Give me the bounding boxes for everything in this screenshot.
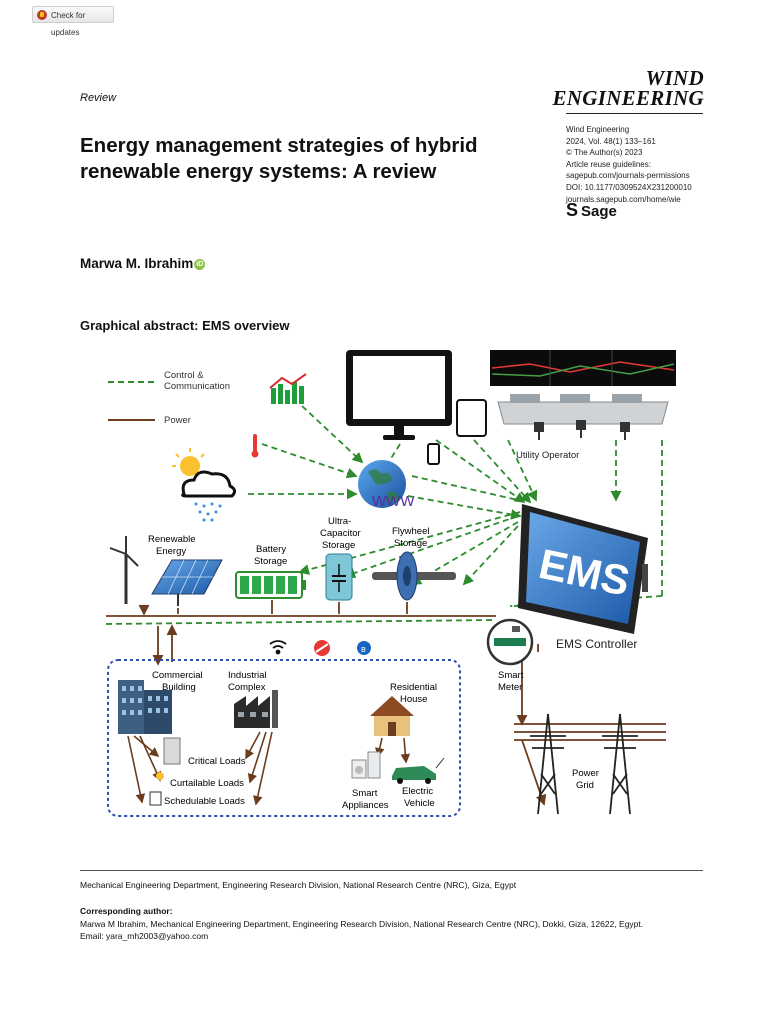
- critical-loads-label: Critical Loads: [188, 756, 246, 767]
- section-label: Review: [80, 92, 117, 104]
- schedulable-loads-label: Schedulable Loads: [164, 796, 245, 807]
- residential-label: Residential: [390, 682, 437, 693]
- wind-turbine-icon: [109, 536, 139, 604]
- flywheel-icon: [372, 551, 456, 601]
- house-icon: [370, 696, 414, 736]
- corresponding-address: Marwa M Ibrahim, Mechanical Engineering …: [80, 919, 644, 929]
- ultracap-label: Storage: [322, 540, 355, 551]
- ems-overview-figure: Control & Communication Power: [105, 350, 676, 817]
- smart-appliances-label: Appliances: [342, 800, 389, 811]
- ev-label: Vehicle: [404, 798, 435, 809]
- meta-link[interactable]: journals.sagepub.com/home/wie: [566, 194, 681, 204]
- thermometer-icon: [251, 434, 259, 458]
- article-title: Energy management strategies of hybrid r…: [80, 134, 478, 183]
- legend: Control & Communication Power: [108, 370, 230, 426]
- ultracap-label: Ultra-: [328, 516, 351, 527]
- residential-label: House: [400, 694, 427, 705]
- author-name: Marwa M. Ibrahim: [80, 256, 194, 271]
- orcid-icon[interactable]: iD: [194, 258, 206, 270]
- affiliation: Mechanical Engineering Department, Engin…: [80, 880, 517, 890]
- smart-meter-label: Smart: [498, 670, 524, 681]
- wifi-icon: [269, 640, 287, 655]
- battery-label: Storage: [254, 556, 287, 567]
- battery-label: Battery: [256, 544, 286, 555]
- journal-logo-line1: WIND: [645, 66, 704, 90]
- corresponding-email[interactable]: Email: yara_mh2003@yahoo.com: [80, 931, 209, 941]
- globe-icon: [358, 460, 406, 508]
- market-chart-icon: [269, 373, 307, 404]
- zigbee-mark: [315, 643, 329, 653]
- check-for-updates-label: Check for updates: [51, 11, 86, 37]
- tablet-icon: [456, 399, 487, 437]
- bluetooth-glyph: ʙ: [361, 644, 366, 654]
- renewable-label: Energy: [156, 546, 186, 557]
- smart-meter-icon: [486, 618, 534, 666]
- bulb-icon: [156, 772, 164, 780]
- ev-label: Electric: [402, 786, 433, 797]
- power-grid-label: Grid: [576, 780, 594, 791]
- commercial-label: Commercial: [152, 670, 203, 681]
- meta-line: Wind Engineering: [566, 125, 630, 134]
- flywheel-label: Flywheel: [392, 526, 430, 537]
- curtailable-loads-label: Curtailable Loads: [170, 778, 244, 789]
- graphical-abstract-heading: Graphical abstract: EMS overview: [80, 318, 290, 333]
- ems-device-icon: [518, 504, 648, 634]
- power-grid-towers-icon: [530, 713, 638, 815]
- phone-icon: [427, 443, 440, 465]
- consumer-group-box: [107, 659, 461, 817]
- meta-doi[interactable]: DOI: 10.1177/0309524X231200010: [566, 182, 692, 192]
- power-grid-label: Power: [572, 768, 599, 779]
- article-meta: Wind Engineering 2024, Vol. 48(1) 133–16…: [566, 124, 692, 205]
- flywheel-label: Storage: [394, 538, 427, 549]
- publisher-name: Sage: [581, 203, 617, 220]
- meta-link[interactable]: sagepub.com/journals-permissions: [566, 171, 690, 181]
- electric-car-icon: [392, 757, 445, 784]
- monitor-icon: [346, 350, 452, 440]
- ultracap-label: Capacitor: [320, 528, 361, 539]
- meta-line: 2024, Vol. 48(1) 133–161: [566, 136, 656, 146]
- house-arrows: [375, 737, 411, 764]
- solar-panel-icon: [151, 559, 223, 606]
- load-arrows: [127, 731, 273, 806]
- legend-control-label: Communication: [164, 381, 230, 392]
- smart-appliances-label: Smart: [352, 788, 378, 799]
- footnote-rule: [80, 870, 703, 871]
- server-icon: [163, 737, 181, 765]
- corresponding-heading: Corresponding author:: [80, 906, 173, 916]
- utility-operator-label: Utility Operator: [516, 450, 579, 461]
- corresponding-details: Marwa M Ibrahim, Mechanical Engineering …: [80, 918, 643, 942]
- header-rule: [566, 113, 703, 114]
- commercial-building-icon: [118, 680, 172, 734]
- smart-meter-label: Meter: [498, 682, 522, 693]
- check-for-updates-badge[interactable]: Check for updates: [32, 6, 114, 37]
- sage-s-icon: S: [566, 200, 579, 220]
- meta-line: © The Author(s) 2023: [566, 148, 643, 158]
- weather-icon: [172, 448, 237, 522]
- battery-icon: [235, 571, 306, 599]
- renewable-label: Renewable: [148, 534, 196, 545]
- www-label: WWW: [372, 493, 415, 510]
- ems-controller-label: EMS Controller: [556, 637, 637, 651]
- industrial-complex-icon: [234, 690, 278, 728]
- calendar-icon: [149, 791, 162, 806]
- journal-logo: WIND ENGINEERING: [552, 66, 705, 110]
- smart-appliances-icon: [351, 751, 381, 779]
- legend-power-label: Power: [164, 415, 191, 426]
- bluetooth-icon: [357, 641, 371, 655]
- legend-control-label: Control &: [164, 370, 204, 381]
- ultracapacitor-icon: [325, 553, 353, 601]
- industrial-label: Complex: [228, 682, 266, 693]
- crossmark-icon: [37, 10, 47, 20]
- commercial-label: Building: [162, 682, 196, 693]
- industrial-label: Industrial: [228, 670, 267, 681]
- meta-line: Article reuse guidelines:: [566, 159, 651, 169]
- journal-logo-line2: ENGINEERING: [552, 86, 704, 110]
- control-room-image: [490, 350, 676, 440]
